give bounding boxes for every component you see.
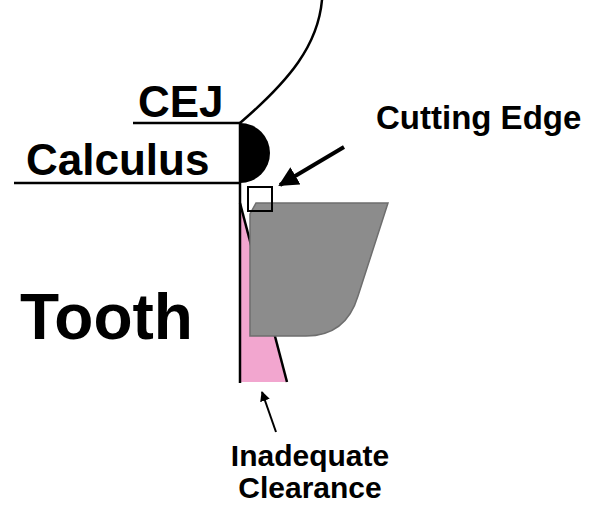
calculus-line <box>14 182 240 185</box>
clearance-label: Inadequate Clearance <box>215 440 405 503</box>
leader-arrow <box>280 147 344 185</box>
calculus-label: Calculus <box>26 138 209 182</box>
tooth-label: Tooth <box>20 285 193 349</box>
tooth-surface <box>239 123 242 383</box>
leader-arrow <box>262 392 276 432</box>
curette-blade <box>250 203 388 336</box>
calculus-deposit <box>240 123 270 183</box>
cej-label: CEJ <box>138 80 224 124</box>
cutting-edge-label: Cutting Edge <box>376 101 581 134</box>
crown-outline <box>240 0 322 123</box>
cutting-edge-marker <box>248 187 272 211</box>
